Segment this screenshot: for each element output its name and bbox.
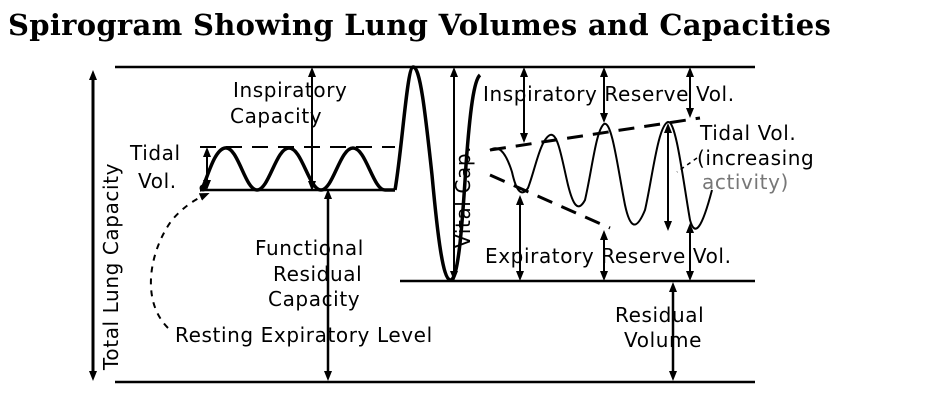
expiratory-reserve-label: Expiratory Reserve Vol.	[485, 244, 732, 268]
resting-tidal-waveform	[198, 146, 395, 192]
inspiratory-reserve-label: Inspiratory Reserve Vol.	[483, 82, 735, 106]
frc-label-2: Residual	[273, 262, 362, 286]
increasing-activity-waveform	[489, 120, 713, 230]
resting-expiratory-level-label: Resting Expiratory Level	[175, 323, 433, 347]
residual-volume-label-2: Volume	[624, 328, 702, 352]
inspiratory-capacity-label-2: Capacity	[230, 104, 322, 128]
total-lung-capacity-label: Total Lung Capacity	[99, 163, 123, 371]
frc-label-3: Capacity	[268, 287, 360, 311]
inspiratory-capacity-label-1: Inspiratory	[233, 78, 347, 102]
frc-label-1: Functional	[255, 236, 364, 260]
tidal-label-1: Tidal	[129, 141, 181, 165]
tidal-label-2: Vol.	[138, 169, 177, 193]
upper-envelope-dash	[489, 116, 701, 152]
tidal-increasing-label-3: activity)	[702, 170, 789, 194]
residual-volume-label-1: Residual	[615, 303, 704, 327]
lower-envelope-dash	[489, 173, 611, 230]
vital-capacity-label: Vital Cap.	[451, 146, 475, 248]
resting-level-pointer	[149, 193, 210, 329]
tidal-increasing-label-1: Tidal Vol.	[699, 121, 796, 145]
diagram-title: Spirogram Showing Lung Volumes and Capac…	[8, 8, 832, 42]
tidal-start-dot	[199, 184, 207, 192]
vital-capacity-waveform	[393, 65, 482, 282]
tidal-increasing-label-2: (increasing	[697, 146, 814, 170]
